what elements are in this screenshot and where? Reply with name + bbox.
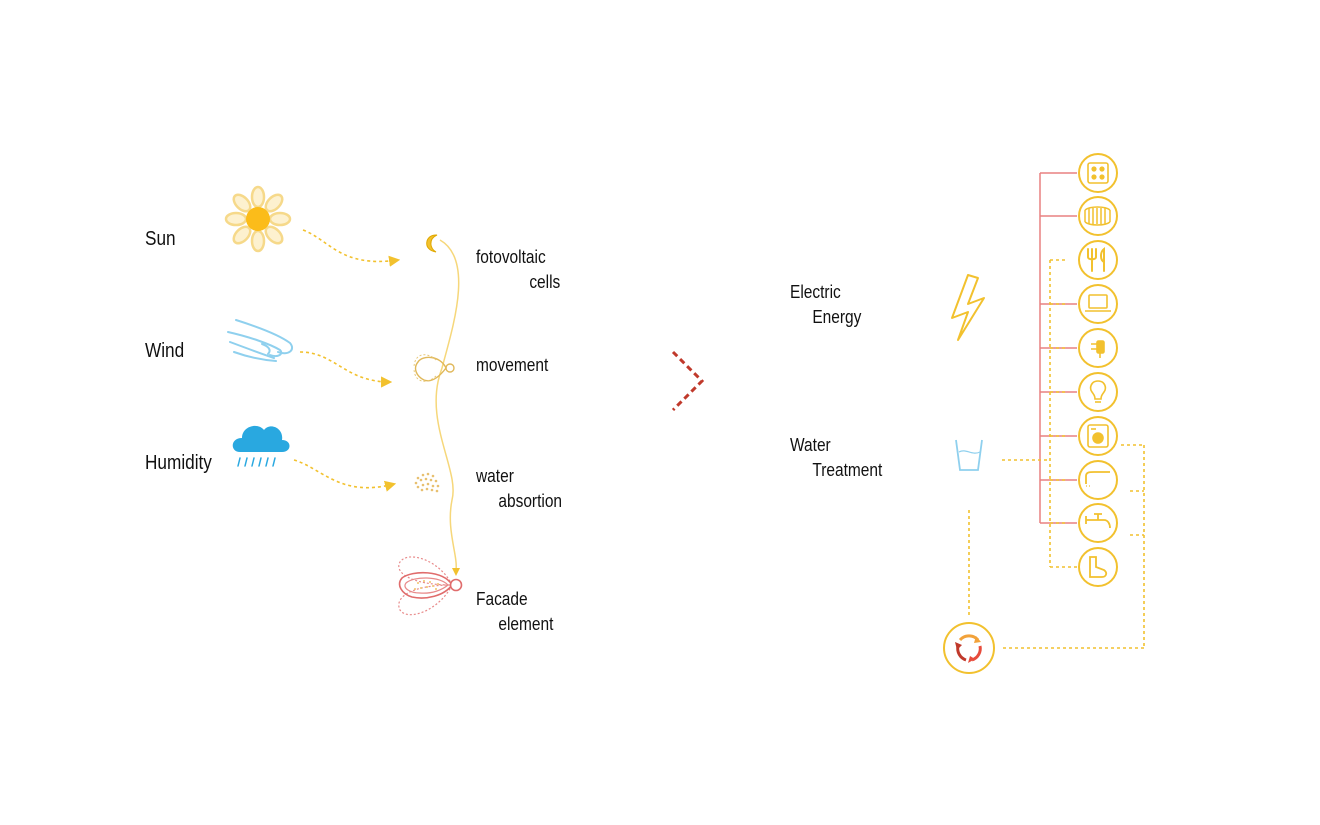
- heater-icon: [1084, 206, 1111, 226]
- water-glass-icon: [955, 439, 983, 471]
- facade-element-icon: [398, 556, 463, 616]
- shower-icon: [1085, 471, 1110, 487]
- faucet-icon: [1085, 513, 1111, 529]
- facade-line1: Facade: [476, 589, 528, 609]
- facade-flow-line: [435, 239, 460, 571]
- washing-machine-icon: [1087, 424, 1109, 448]
- laptop-icon: [1085, 294, 1111, 312]
- water-treatment-label: Water Treatment: [790, 433, 882, 483]
- plug-icon: [1091, 340, 1105, 358]
- shower-icon-circle: [1078, 460, 1118, 500]
- water-distribution-lines: [968, 259, 1145, 649]
- arrow-chevron-icon: [671, 350, 705, 412]
- facade-flow-arrowhead: [452, 568, 460, 576]
- lightning-icon: [951, 274, 985, 341]
- heater-icon-circle: [1078, 196, 1118, 236]
- stove-icon-circle: [1078, 153, 1118, 193]
- sun-icon: [224, 185, 292, 253]
- lightbulb-icon-circle: [1078, 372, 1118, 412]
- stove-icon: [1087, 162, 1109, 184]
- water-line2: absortion: [498, 491, 563, 511]
- wind-icon: [227, 319, 294, 362]
- toilet-icon: [1089, 556, 1108, 578]
- cutlery-icon-circle: [1078, 240, 1118, 280]
- water-line1: water: [476, 466, 514, 486]
- crescent-cell-icon: [426, 234, 438, 253]
- fotovoltaic-line1: fotovoltaic: [476, 247, 546, 267]
- fotovoltaic-cells-label: fotovoltaic cells: [476, 245, 560, 295]
- cloud-rain-icon: [232, 425, 290, 467]
- recycle-icon: [943, 622, 995, 674]
- wind-to-movement-arrow: [299, 351, 393, 388]
- laptop-icon-circle: [1078, 284, 1118, 324]
- movement-label: movement: [476, 355, 549, 375]
- fotovoltaic-line2: cells: [529, 272, 561, 292]
- humidity-to-water-arrow: [293, 459, 397, 492]
- electric-line1: Electric: [790, 282, 841, 302]
- humidity-label: Humidity: [145, 452, 212, 474]
- cutlery-icon: [1087, 246, 1105, 272]
- lightbulb-icon: [1089, 380, 1107, 403]
- dots-absorption-icon: [414, 472, 440, 493]
- faucet-icon-circle: [1078, 503, 1118, 543]
- facade-element-label: Facade element: [476, 587, 553, 637]
- water-treatment-line1: Water: [790, 435, 831, 455]
- electric-energy-label: Electric Energy: [790, 280, 861, 330]
- sun-to-cells-arrow: [302, 229, 401, 267]
- movement-bulb-icon: [413, 354, 455, 382]
- electric-line2: Energy: [812, 307, 862, 327]
- water-treatment-line2: Treatment: [812, 460, 883, 480]
- wind-label: Wind: [145, 340, 185, 362]
- sun-label: Sun: [145, 228, 176, 250]
- water-absorption-label: water absortion: [476, 464, 562, 514]
- facade-line2: element: [498, 614, 554, 634]
